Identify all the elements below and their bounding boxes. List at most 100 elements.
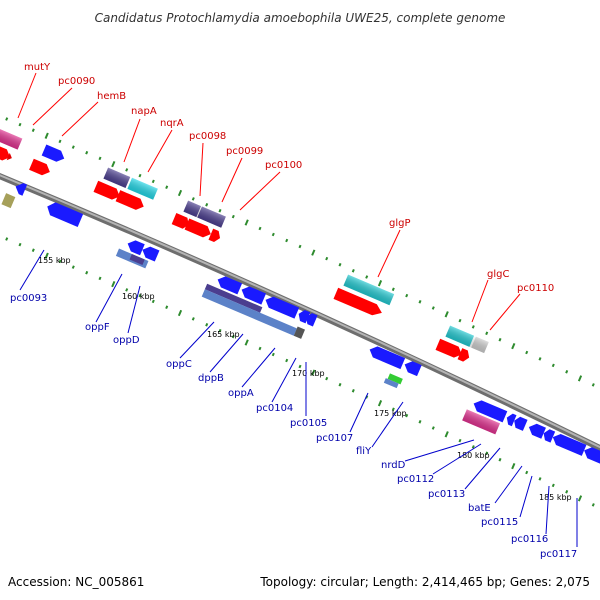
gene-label[interactable]: pc0115 [481, 517, 518, 528]
gene-label[interactable]: pc0100 [265, 160, 302, 171]
gene-label[interactable]: batE [468, 503, 491, 514]
gene-reverse[interactable] [204, 283, 263, 313]
tick-dot [125, 288, 129, 292]
gene-oppA[interactable] [263, 294, 300, 319]
tick-dot [58, 259, 62, 264]
gene-pc0112[interactable] [504, 412, 517, 427]
gene-reverse[interactable] [1, 193, 16, 209]
tick-dot [498, 457, 502, 462]
tick-dot [444, 431, 449, 438]
gene-reverse[interactable] [402, 359, 422, 377]
gene-pc0116[interactable] [550, 432, 587, 456]
gene-label[interactable]: mutY [24, 62, 51, 73]
tick-dot [471, 445, 475, 449]
tick-dot [205, 203, 209, 207]
gene-oppC[interactable] [215, 274, 243, 295]
gene-fliY[interactable] [387, 373, 403, 385]
tick-dot [98, 156, 102, 161]
gene-label[interactable]: glgP [389, 218, 411, 229]
tick-dot [177, 189, 183, 197]
tick-dot [138, 173, 142, 178]
gene-label[interactable]: napA [131, 106, 157, 117]
tick-dot [271, 232, 275, 237]
kbp-tick-label: 175 kbp [374, 409, 407, 418]
gene-pc0113[interactable] [512, 415, 528, 431]
tick-dot [325, 256, 329, 261]
tick-dot [498, 337, 502, 342]
gene-label[interactable]: pc0107 [316, 433, 353, 444]
tick-dot [458, 318, 462, 323]
tick-dot [231, 334, 235, 339]
gene-label[interactable]: pc0116 [511, 534, 548, 545]
gene-label[interactable]: pc0105 [290, 418, 327, 429]
gene-pc0115[interactable] [541, 428, 556, 443]
gene-label[interactable]: oppC [166, 359, 192, 370]
gene-label[interactable]: hemB [97, 91, 126, 102]
gene-label[interactable]: pc0099 [226, 146, 263, 157]
gene-label[interactable]: pc0104 [256, 403, 293, 414]
tick-dot [551, 483, 555, 488]
gene-forward[interactable] [171, 213, 191, 230]
gene-forward[interactable] [0, 143, 12, 163]
tick-dot [551, 363, 555, 368]
gene-pc0105[interactable] [201, 289, 297, 336]
gene-label[interactable]: fliY [356, 446, 372, 457]
gene-label[interactable]: dppB [198, 373, 224, 384]
kbp-tick-label: 185 kbp [539, 493, 572, 502]
tick-dot [177, 309, 183, 317]
gene-forward[interactable] [435, 338, 465, 360]
gene-reverse[interactable] [13, 181, 28, 196]
tick-dot [525, 350, 529, 355]
gene-batE[interactable] [527, 421, 546, 439]
tick-dot [577, 375, 583, 382]
gene-forward[interactable] [333, 287, 385, 319]
tick-dot [31, 128, 35, 132]
gene-forward[interactable] [93, 180, 123, 202]
gene-label[interactable]: pc0117 [540, 549, 577, 560]
tick-dot [44, 132, 49, 139]
gene-label[interactable]: glgC [487, 269, 509, 280]
gene-pc0117[interactable] [582, 445, 600, 468]
gene-label[interactable]: oppF [85, 322, 110, 333]
gene-hemB[interactable] [29, 158, 52, 178]
tick-dot [85, 270, 89, 275]
tick-dot [218, 328, 222, 333]
tick-dot [298, 364, 302, 369]
gene-pc0100[interactable] [208, 228, 222, 244]
gene-nrdD[interactable] [471, 398, 508, 423]
map-title: Candidatus Protochlamydia amoebophila UW… [95, 11, 506, 25]
gene-label[interactable]: oppD [113, 335, 140, 346]
gene-forward[interactable] [115, 190, 146, 212]
tick-dot [71, 265, 75, 269]
tick-dot [111, 160, 116, 168]
gene-label[interactable]: nrdD [381, 460, 406, 471]
gene-label[interactable]: oppA [228, 388, 254, 399]
gene-label[interactable]: pc0098 [189, 131, 226, 142]
gene-dppB[interactable] [239, 284, 267, 305]
tick-dot [418, 300, 422, 304]
tick-dot [111, 280, 116, 288]
tick-dot [18, 122, 22, 127]
tick-dot [485, 451, 489, 456]
tick-dot [31, 248, 35, 252]
leader-lines [17, 72, 578, 547]
gene-forward[interactable] [184, 218, 214, 239]
gene-pc0090[interactable] [41, 144, 67, 164]
gene-label[interactable]: pc0090 [58, 76, 95, 87]
tick-dot [525, 470, 529, 475]
gene-oppD[interactable] [140, 244, 160, 262]
gene-label[interactable]: pc0112 [397, 474, 434, 485]
tick-dot [577, 495, 583, 502]
tick-dot [431, 306, 435, 310]
reverse-gene-track [1, 181, 600, 468]
gene-label[interactable]: pc0093 [10, 293, 47, 304]
gene-oppF[interactable] [125, 238, 145, 256]
gene-label[interactable]: nqrA [160, 118, 184, 129]
gene-label[interactable]: pc0113 [428, 489, 465, 500]
tick-dot [191, 317, 195, 321]
tick-dot [338, 262, 342, 267]
gene-pc0104[interactable] [296, 308, 311, 324]
gene-pc0093[interactable] [45, 200, 84, 227]
gene-label[interactable]: pc0110 [517, 283, 554, 294]
gene-pc0107[interactable] [367, 344, 406, 370]
